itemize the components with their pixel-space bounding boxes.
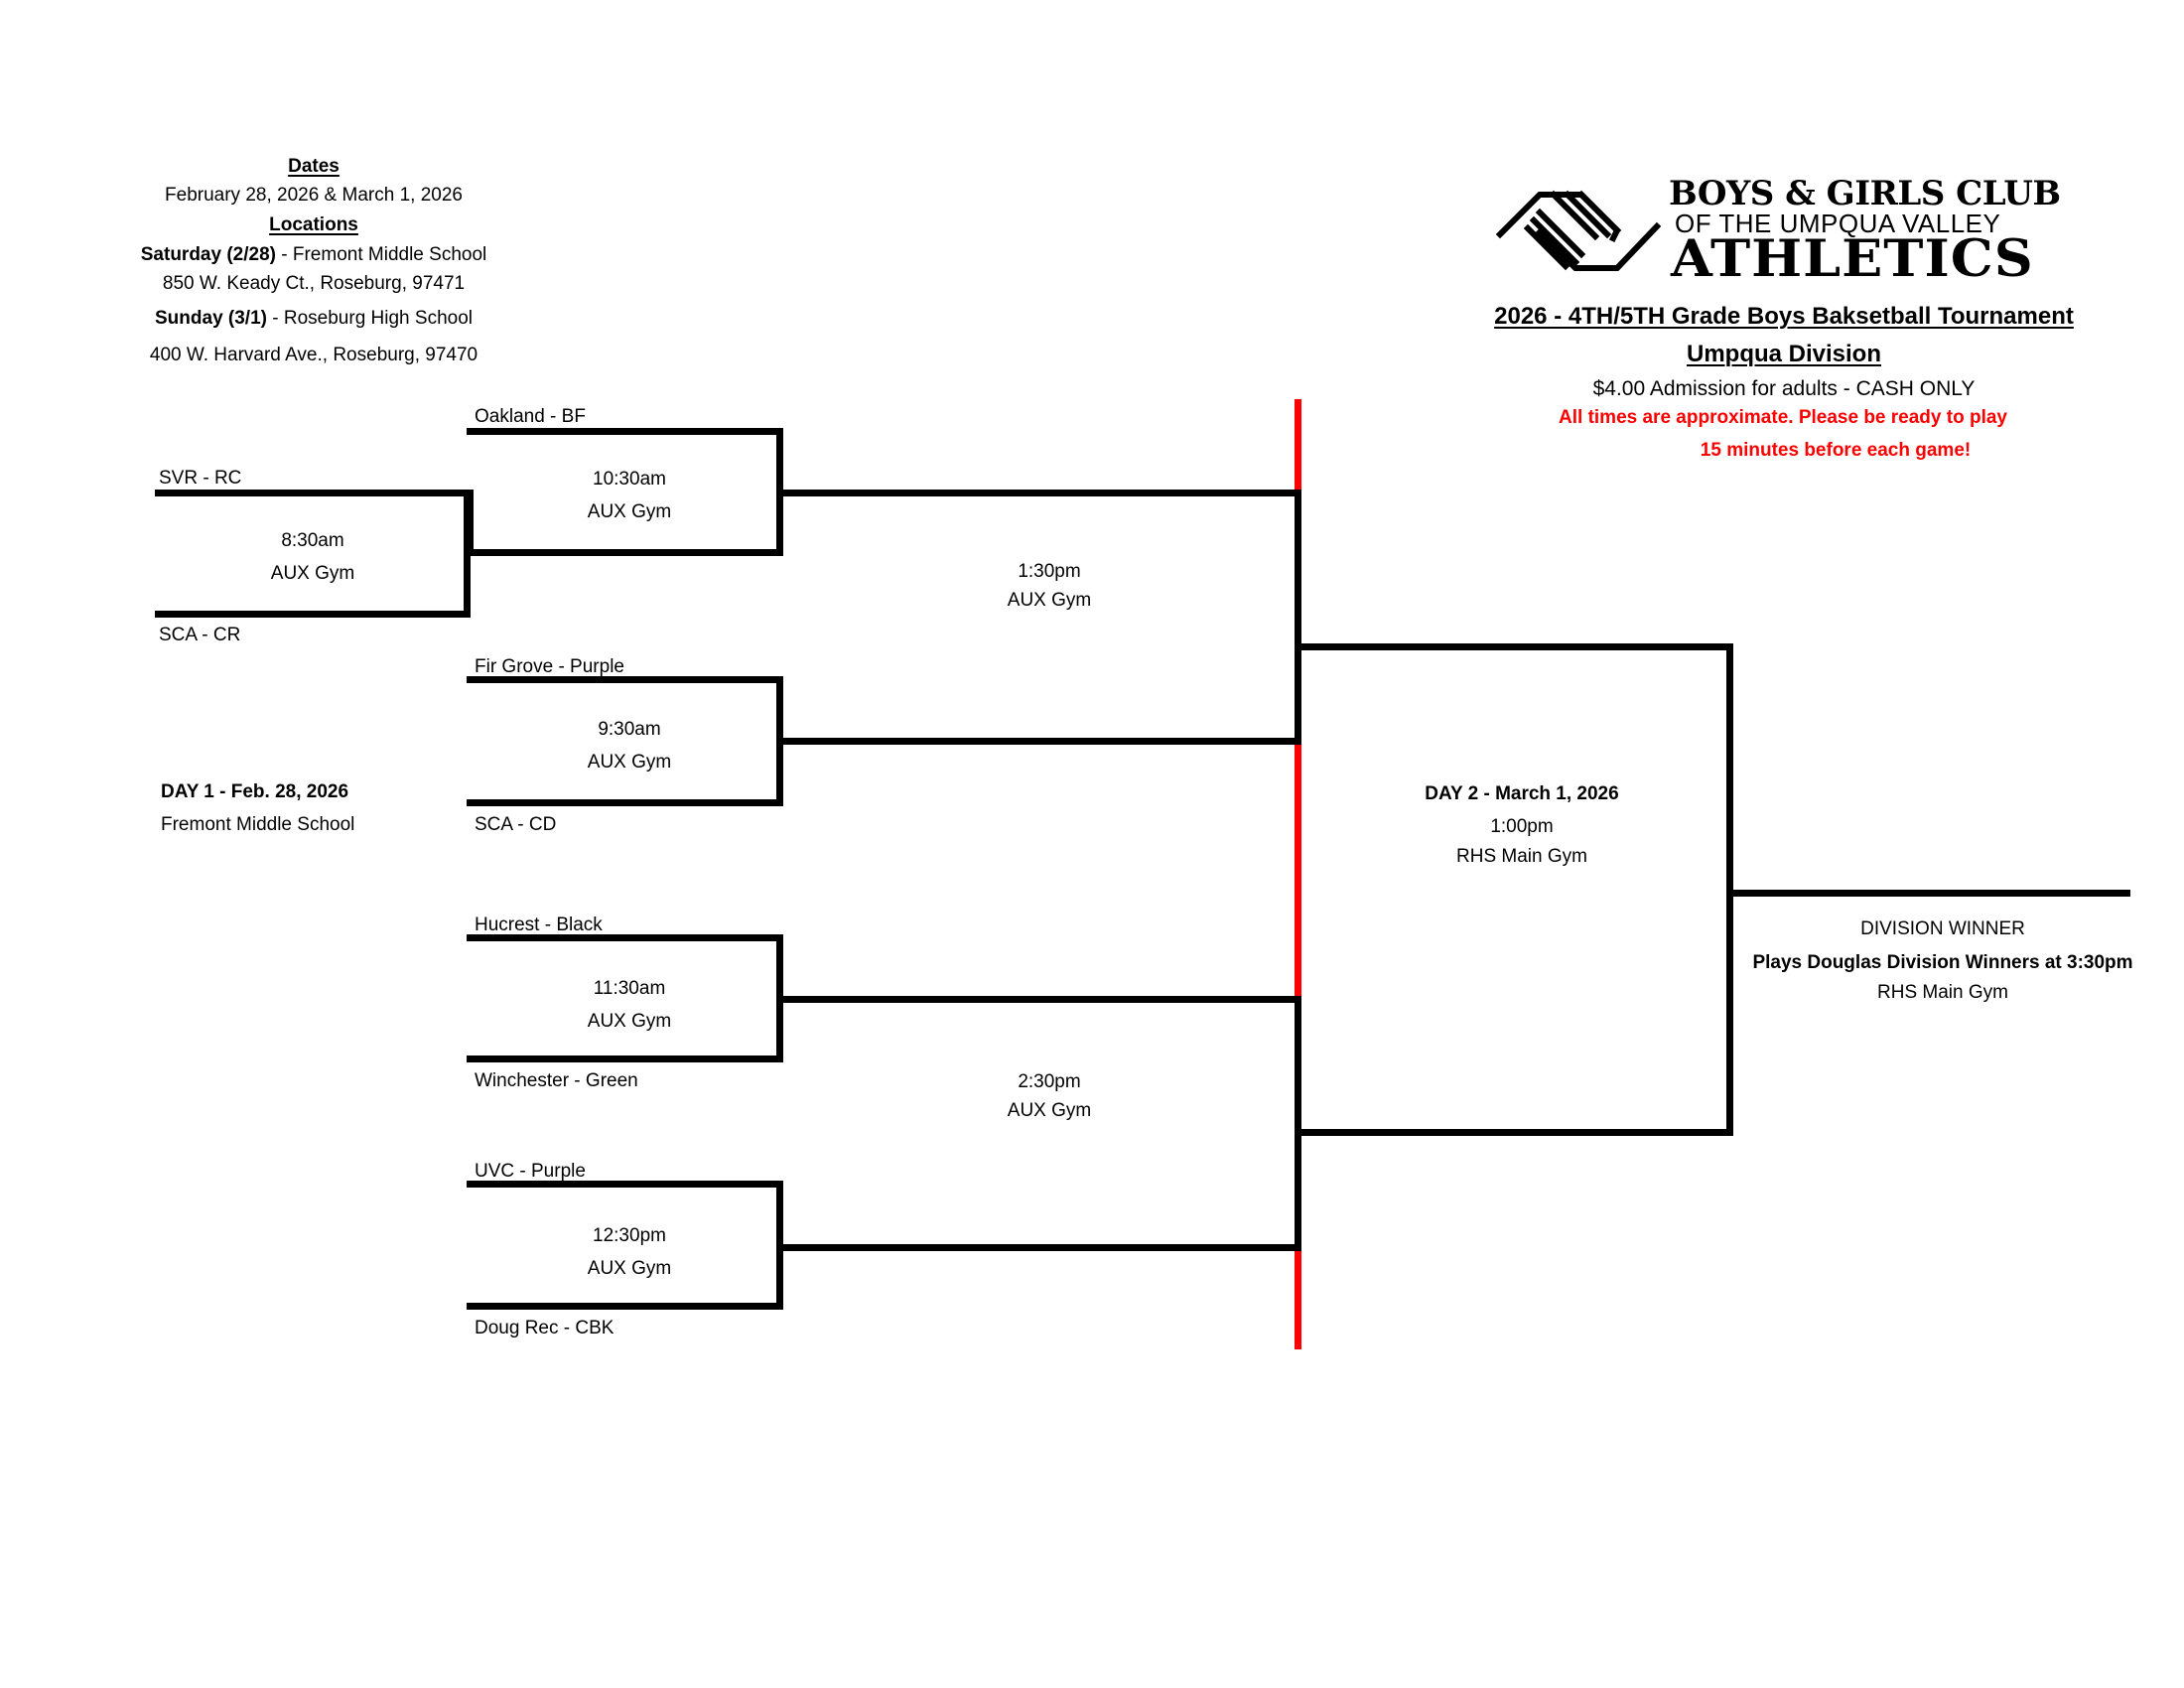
timing-notice-line2: 15 minutes before each game! — [1700, 440, 1972, 461]
game-time: 2:30pm — [1018, 1071, 1081, 1092]
division-winner-label: DIVISION WINNER — [1860, 918, 2025, 939]
team-slot[interactable]: Oakland - BF — [475, 406, 586, 427]
timing-notice-line1: All times are approximate. Please be rea… — [1559, 407, 2007, 428]
game-venue: AUX Gym — [1007, 590, 1092, 611]
game-venue: AUX Gym — [270, 563, 355, 584]
game-time: 8:30am — [281, 530, 344, 551]
day2-venue: RHS Main Gym — [1456, 846, 1587, 867]
day1-label: DAY 1 - Feb. 28, 2026 — [161, 781, 349, 802]
game-venue: AUX Gym — [587, 501, 672, 522]
winner-venue: RHS Main Gym — [1877, 982, 2008, 1003]
day2-label: DAY 2 - March 1, 2026 — [1425, 783, 1619, 804]
bracket-line — [155, 611, 470, 618]
bracket-line — [155, 490, 470, 496]
bracket-line — [1295, 1129, 1733, 1136]
bracket-connector — [776, 996, 1301, 1003]
logo-line1: BOYS & GIRLS CLUB — [1669, 174, 2061, 213]
team-slot[interactable]: SVR - RC — [159, 468, 242, 489]
day-divider-line — [1295, 399, 1301, 1349]
bracket-line — [1295, 490, 1301, 745]
bracket-line — [467, 490, 474, 555]
team-slot[interactable]: Hucrest - Black — [475, 914, 603, 935]
saturday-venue: - Fremont Middle School — [275, 244, 487, 265]
game-venue: AUX Gym — [1007, 1100, 1092, 1121]
dates-heading: Dates — [288, 156, 340, 177]
team-slot[interactable]: UVC - Purple — [475, 1161, 586, 1182]
bracket-line — [467, 549, 782, 556]
team-slot[interactable]: SCA - CR — [159, 625, 241, 645]
sunday-address: 400 W. Harvard Ave., Roseburg, 97470 — [149, 345, 478, 365]
winner-next-game: Plays Douglas Division Winners at 3:30pm — [1752, 952, 2133, 973]
bracket-line — [467, 1181, 782, 1188]
bracket-line — [1295, 996, 1301, 1251]
game-venue: AUX Gym — [587, 752, 672, 773]
bracket-line — [467, 1303, 782, 1310]
game-venue: AUX Gym — [587, 1011, 672, 1032]
bracket-line — [467, 934, 782, 941]
sunday-location: Sunday (3/1) - Roseburg High School — [155, 308, 473, 330]
team-slot[interactable]: SCA - CD — [475, 814, 557, 835]
admission-note: $4.00 Admission for adults - CASH ONLY — [1592, 377, 1976, 400]
dates-value: February 28, 2026 & March 1, 2026 — [165, 185, 463, 206]
locations-heading: Locations — [269, 214, 358, 235]
winner-line — [1726, 890, 2130, 897]
sunday-label: Sunday (3/1) — [155, 308, 267, 329]
game-time: 12:30pm — [593, 1225, 666, 1246]
saturday-location: Saturday (2/28) - Fremont Middle School — [141, 244, 486, 266]
team-slot[interactable]: Winchester - Green — [475, 1070, 638, 1091]
tournament-title: 2026 - 4TH/5TH Grade Boys Baksetball Tou… — [1494, 303, 2074, 330]
logo-line2: OF THE UMPQUA VALLEY — [1675, 209, 2001, 238]
bracket-connector — [776, 1244, 1301, 1251]
division-title: Umpqua Division — [1686, 341, 1882, 367]
saturday-label: Saturday (2/28) — [140, 244, 276, 265]
sunday-venue: - Roseburg High School — [266, 308, 473, 329]
bracket-line — [467, 676, 782, 683]
team-slot[interactable]: Doug Rec - CBK — [475, 1318, 614, 1338]
game-time: 10:30am — [593, 469, 666, 490]
team-slot[interactable]: Fir Grove - Purple — [475, 656, 624, 677]
bracket-line — [467, 428, 782, 435]
game-time: 11:30am — [593, 978, 666, 999]
logo-line3: ATHLETICS — [1671, 227, 2034, 289]
bracket-line — [467, 1055, 782, 1062]
bracket-line — [1295, 643, 1733, 650]
saturday-address: 850 W. Keady Ct., Roseburg, 97471 — [162, 273, 466, 294]
game-time: 1:30pm — [1018, 561, 1081, 582]
bracket-connector — [776, 490, 1301, 496]
bracket-connector — [776, 738, 1301, 745]
day2-time: 1:00pm — [1490, 816, 1554, 837]
game-venue: AUX Gym — [587, 1258, 672, 1279]
handshake-icon — [1495, 190, 1662, 271]
game-time: 9:30am — [598, 719, 661, 740]
day1-venue: Fremont Middle School — [161, 814, 355, 835]
bracket-line — [467, 799, 782, 806]
club-logo: BOYS & GIRLS CLUB OF THE UMPQUA VALLEY A… — [1494, 175, 2070, 284]
